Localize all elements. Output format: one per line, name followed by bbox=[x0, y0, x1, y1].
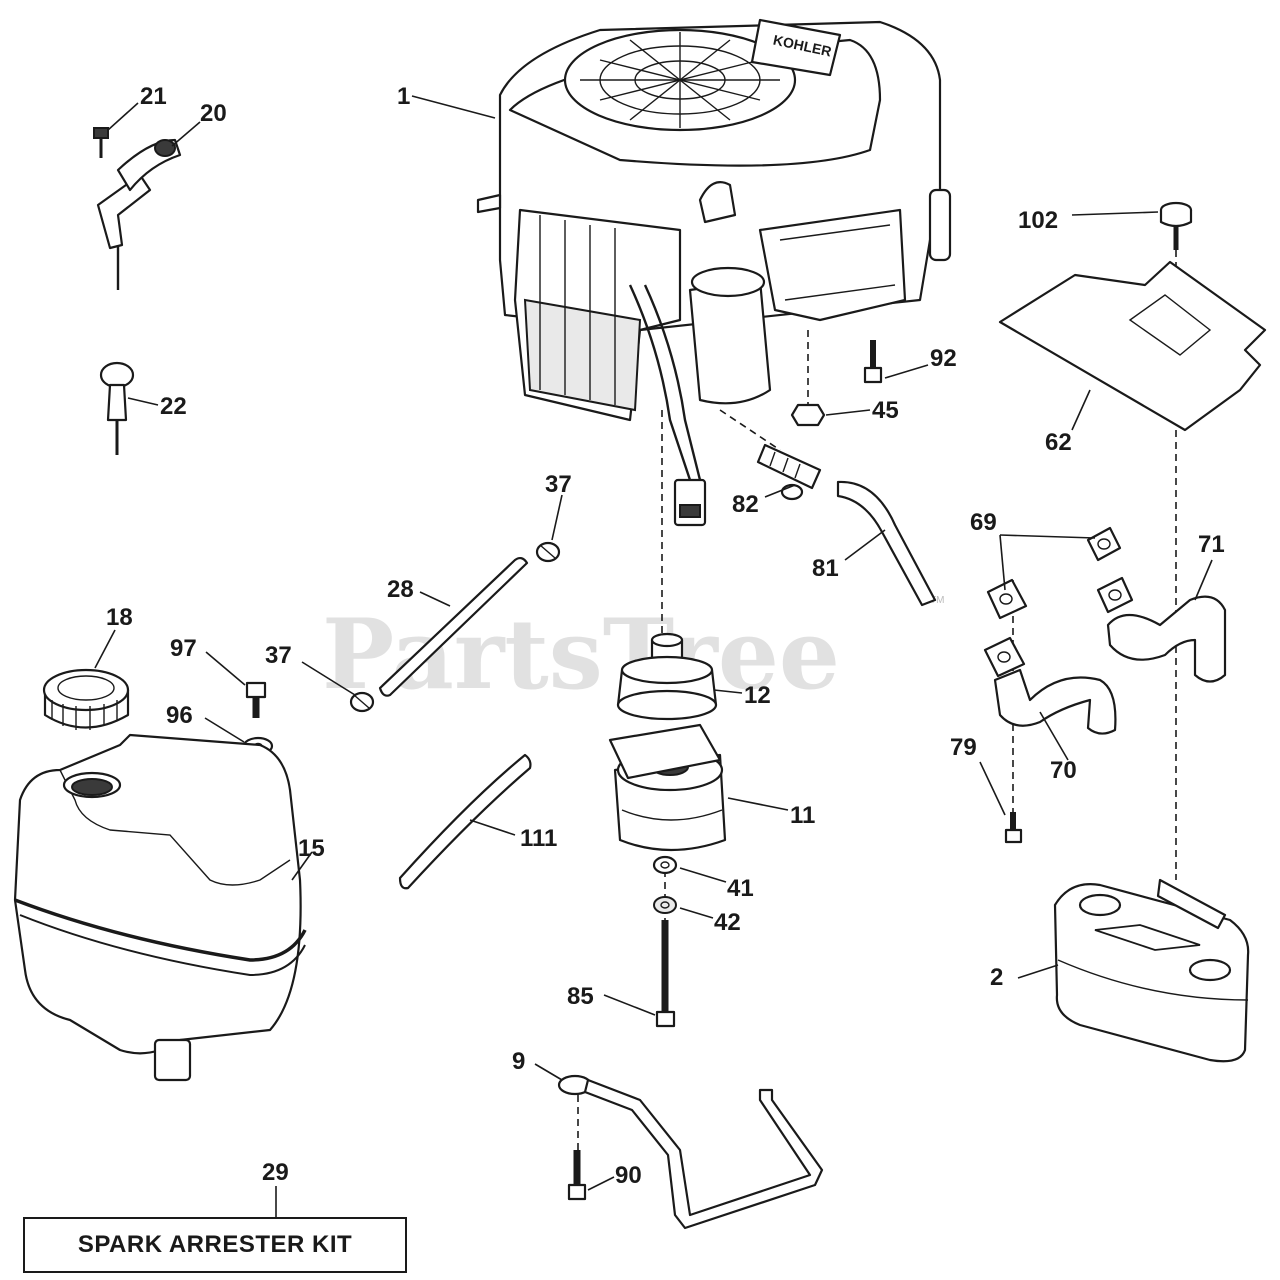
callout-79: 79 bbox=[950, 734, 977, 761]
gasket-part-69 bbox=[983, 526, 1134, 678]
spark-arrester-kit-label: SPARK ARRESTER KIT bbox=[78, 1231, 352, 1258]
callout-62: 62 bbox=[1045, 429, 1072, 456]
callout-22: 22 bbox=[160, 393, 187, 420]
callout-71: 71 bbox=[1198, 531, 1225, 558]
callout-102: 102 bbox=[1018, 207, 1058, 234]
clamp-part-37-lower bbox=[349, 691, 375, 713]
callout-81: 81 bbox=[812, 555, 839, 582]
watermark-tm: TM bbox=[930, 595, 944, 606]
callout-2: 2 bbox=[990, 964, 1003, 991]
nut-part-45 bbox=[790, 403, 826, 427]
callout-21: 21 bbox=[140, 83, 167, 110]
callout-29: 29 bbox=[262, 1159, 289, 1186]
fuel-tank-part-15 bbox=[13, 733, 307, 1082]
callout-37a: 37 bbox=[545, 471, 572, 498]
callout-41: 41 bbox=[727, 875, 754, 902]
callout-42: 42 bbox=[714, 909, 741, 936]
screw-part-102 bbox=[1159, 201, 1193, 250]
callout-37b: 37 bbox=[265, 642, 292, 669]
throttle-bracket-part-20 bbox=[96, 138, 182, 290]
callout-15: 15 bbox=[298, 835, 325, 862]
callout-70: 70 bbox=[1050, 757, 1077, 784]
callout-9: 9 bbox=[512, 1048, 525, 1075]
clamp-part-37-upper bbox=[535, 541, 561, 563]
callout-28: 28 bbox=[387, 576, 414, 603]
muffler-part-2 bbox=[1053, 878, 1250, 1063]
centerline-82 bbox=[719, 409, 781, 451]
callout-97: 97 bbox=[170, 635, 197, 662]
exhaust-pipe-part-71 bbox=[1106, 595, 1227, 683]
callout-20: 20 bbox=[200, 100, 227, 127]
bolt-part-79 bbox=[1004, 812, 1023, 844]
engine-part-1: KOHLER bbox=[476, 18, 952, 527]
pulley-part-12 bbox=[616, 632, 718, 721]
callout-111: 111 bbox=[520, 825, 557, 852]
bolt-part-85 bbox=[655, 920, 676, 1028]
hose-part-28 bbox=[378, 556, 529, 697]
bracket-part-9 bbox=[557, 1074, 824, 1230]
hose-part-111 bbox=[398, 753, 532, 890]
callout-96: 96 bbox=[166, 702, 193, 729]
heat-shield-part-62 bbox=[998, 260, 1267, 432]
callout-18: 18 bbox=[106, 604, 133, 631]
clutch-part-11 bbox=[608, 723, 727, 852]
callout-92: 92 bbox=[930, 345, 957, 372]
callout-45: 45 bbox=[872, 397, 899, 424]
callout-1: 1 bbox=[397, 83, 410, 110]
callout-12: 12 bbox=[744, 682, 771, 709]
callout-82: 82 bbox=[732, 491, 759, 518]
callout-69: 69 bbox=[970, 509, 997, 536]
callout-85: 85 bbox=[567, 983, 594, 1010]
bolt-part-90 bbox=[567, 1150, 587, 1201]
spark-arrester-kit-box bbox=[23, 1217, 407, 1273]
exhaust-pipe-part-70 bbox=[993, 668, 1117, 735]
washer-part-41 bbox=[652, 855, 678, 875]
bolt-part-92 bbox=[863, 340, 883, 384]
washer-part-42 bbox=[653, 896, 677, 914]
fuel-filter-part-82 bbox=[756, 443, 822, 501]
callout-11: 11 bbox=[790, 802, 815, 829]
bolt-part-97 bbox=[245, 681, 267, 718]
fuel-line-part-81 bbox=[836, 480, 937, 607]
knob-part-22 bbox=[99, 361, 135, 455]
screw-part-21 bbox=[93, 127, 109, 158]
fuel-cap-part-18 bbox=[42, 668, 130, 730]
watermark: PartsTree bbox=[322, 598, 840, 711]
callout-90: 90 bbox=[615, 1162, 642, 1189]
